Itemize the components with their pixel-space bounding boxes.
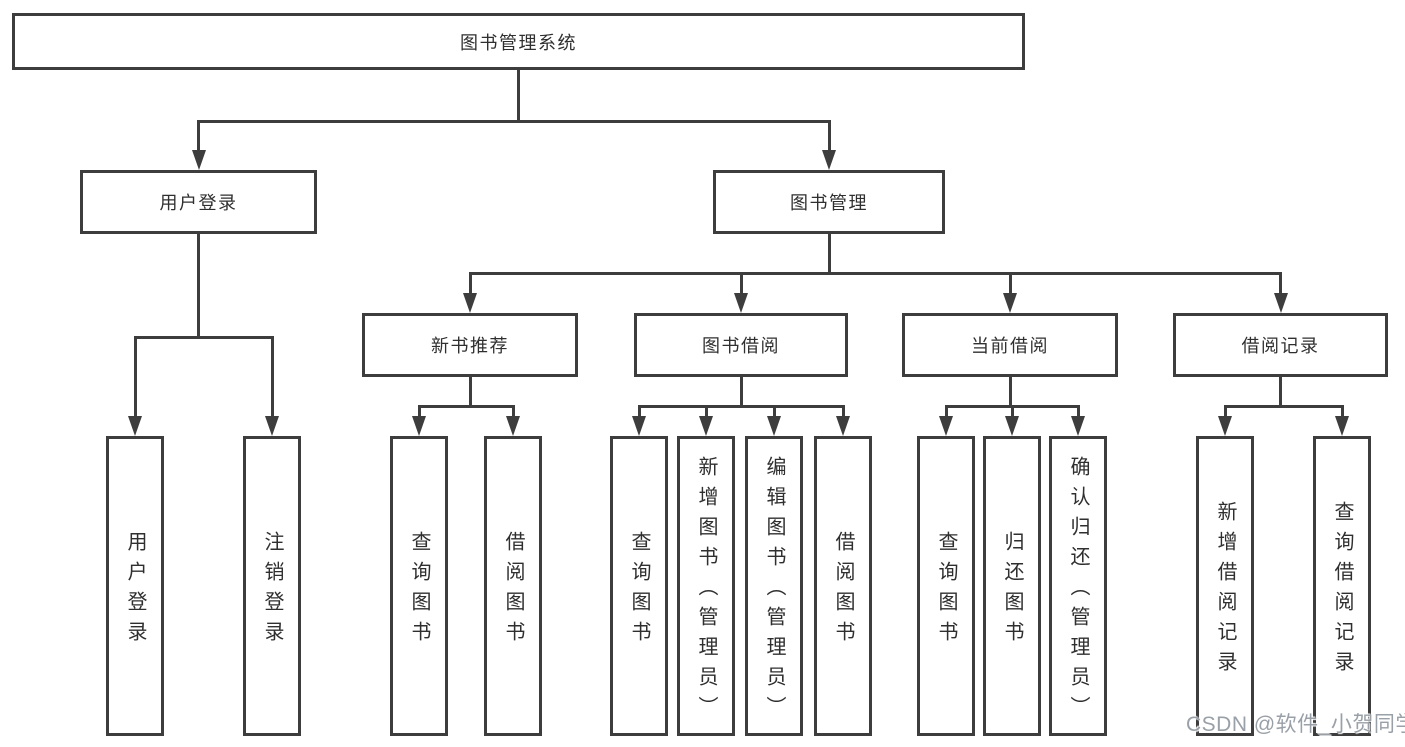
arrowhead-down-icon: [836, 416, 850, 436]
connector-vertical-line: [841, 405, 845, 419]
node-user-login-label: 用户登录: [159, 193, 238, 213]
arrowhead-down-icon: [463, 293, 477, 313]
leaf-edit-books-admin-label: 编辑图书（管理员）: [763, 456, 785, 726]
connector-vertical-line: [197, 120, 200, 153]
connector-vertical-line: [827, 120, 831, 153]
arrowhead-down-icon: [632, 416, 646, 436]
connector-horizontal-line: [468, 272, 1282, 275]
connector-vertical-line: [468, 377, 472, 407]
leaf-logout: 注销登录: [243, 436, 301, 736]
node-library-management-system-label: 图书管理系统: [460, 32, 577, 53]
leaf-query-books-current-label: 查询图书: [935, 531, 957, 651]
leaf-confirm-return-admin-label: 确认归还（管理员）: [1067, 456, 1089, 726]
arrowhead-down-icon: [191, 150, 206, 170]
leaf-add-books-admin-label: 新增图书（管理员）: [695, 456, 717, 726]
connector-horizontal-line: [637, 405, 845, 408]
leaf-borrow-books: 借阅图书: [814, 436, 872, 736]
connector-vertical-line: [1223, 405, 1227, 419]
connector-vertical-line: [1076, 405, 1080, 419]
arrowhead-down-icon: [265, 416, 279, 436]
connector-vertical-line: [1279, 272, 1282, 295]
leaf-user-login: 用户登录: [106, 436, 164, 736]
csdn-watermark: CSDN @软件_小贺同学: [1186, 713, 1405, 736]
leaf-add-borrow-record: 新增借阅记录: [1196, 436, 1254, 736]
node-library-management-system: 图书管理系统: [12, 13, 1025, 70]
connector-vertical-line: [133, 336, 137, 419]
arrowhead-down-icon: [1005, 416, 1019, 436]
leaf-confirm-return-admin: 确认归还（管理员）: [1049, 436, 1107, 736]
node-current-borrow-label: 当前借阅: [971, 336, 1049, 356]
connector-vertical-line: [1340, 405, 1344, 419]
connector-vertical-line: [517, 70, 520, 122]
connector-vertical-line: [270, 336, 274, 419]
leaf-user-login-label: 用户登录: [124, 531, 146, 651]
connector-vertical-line: [1008, 272, 1012, 295]
connector-vertical-line: [944, 405, 948, 419]
leaf-query-books-recommend-label: 查询图书: [408, 531, 430, 651]
node-current-borrow: 当前借阅: [902, 313, 1118, 377]
leaf-return-books: 归还图书: [983, 436, 1041, 736]
node-book-borrow: 图书借阅: [634, 313, 848, 377]
connector-horizontal-line: [417, 405, 515, 408]
leaf-logout-label: 注销登录: [261, 531, 283, 651]
arrowhead-down-icon: [822, 150, 836, 170]
arrowhead-down-icon: [767, 416, 781, 436]
connector-vertical-line: [739, 272, 743, 295]
leaf-query-borrow-record: 查询借阅记录: [1313, 436, 1371, 736]
leaf-query-borrow-record-label: 查询借阅记录: [1331, 501, 1353, 681]
arrowhead-down-icon: [939, 416, 953, 436]
leaf-add-borrow-record-label: 新增借阅记录: [1214, 501, 1236, 681]
connector-vertical-line: [1008, 377, 1012, 407]
connector-horizontal-line: [1223, 405, 1344, 408]
node-new-book-recommend-label: 新书推荐: [431, 336, 509, 356]
connector-vertical-line: [417, 405, 421, 419]
node-borrow-records-label: 借阅记录: [1241, 336, 1320, 356]
leaf-edit-books-admin: 编辑图书（管理员）: [745, 436, 803, 736]
arrowhead-down-icon: [1071, 416, 1085, 436]
node-book-borrow-label: 图书借阅: [702, 336, 780, 356]
leaf-return-books-label: 归还图书: [1001, 531, 1023, 651]
node-borrow-records: 借阅记录: [1173, 313, 1388, 377]
arrowhead-down-icon: [412, 416, 426, 436]
leaf-add-books-admin: 新增图书（管理员）: [677, 436, 735, 736]
leaf-borrow-books-recommend-label: 借阅图书: [502, 531, 524, 651]
leaf-query-books-recommend: 查询图书: [390, 436, 448, 736]
connector-vertical-line: [511, 405, 515, 419]
arrowhead-down-icon: [1335, 416, 1349, 436]
leaf-query-books-current: 查询图书: [917, 436, 975, 736]
arrowhead-down-icon: [734, 293, 748, 313]
connector-vertical-line: [468, 272, 472, 295]
connector-vertical-line: [1010, 405, 1014, 419]
connector-horizontal-line: [944, 405, 1080, 408]
connector-vertical-line: [637, 405, 641, 419]
connector-horizontal-line: [133, 336, 274, 339]
arrowhead-down-icon: [1273, 293, 1288, 313]
connector-horizontal-line: [197, 120, 831, 123]
arrowhead-down-icon: [1003, 293, 1017, 313]
leaf-borrow-books-recommend: 借阅图书: [484, 436, 542, 736]
connector-vertical-line: [739, 377, 743, 407]
connector-vertical-line: [704, 405, 708, 419]
leaf-query-books-borrow: 查询图书: [610, 436, 668, 736]
node-new-book-recommend: 新书推荐: [362, 313, 578, 377]
arrowhead-down-icon: [1218, 416, 1232, 436]
node-book-management: 图书管理: [713, 170, 945, 234]
node-book-management-label: 图书管理: [790, 193, 868, 213]
connector-vertical-line: [827, 234, 831, 274]
connector-vertical-line: [1279, 377, 1282, 407]
arrowhead-down-icon: [506, 416, 520, 436]
arrowhead-down-icon: [699, 416, 713, 436]
connector-vertical-line: [772, 405, 776, 419]
node-user-login: 用户登录: [80, 170, 317, 234]
arrowhead-down-icon: [128, 416, 142, 436]
leaf-borrow-books-label: 借阅图书: [832, 531, 854, 651]
connector-vertical-line: [197, 234, 200, 338]
leaf-query-books-borrow-label: 查询图书: [628, 531, 650, 651]
